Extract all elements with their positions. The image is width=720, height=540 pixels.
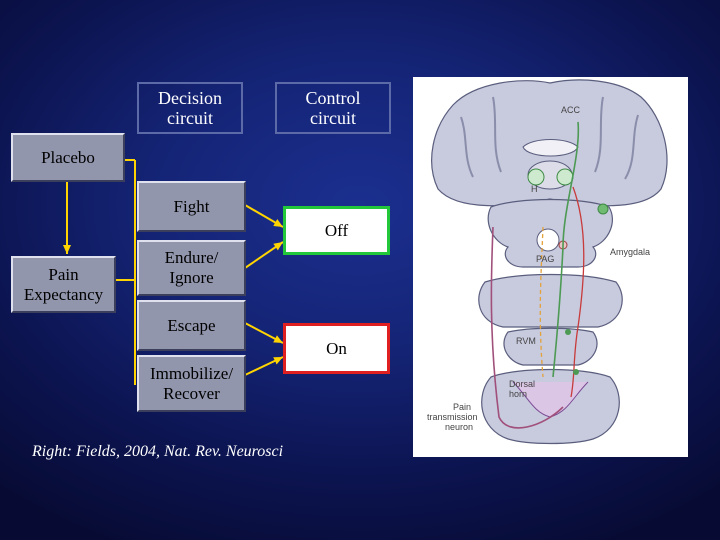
brain-circuit-illustration: ACC H Amygdala PAG RVM Dorsal horn Pain … [413, 77, 688, 457]
off-output-box: Off [283, 206, 390, 255]
escape-to-on-arrow [244, 322, 284, 344]
on-output-box: On [283, 323, 390, 374]
endure-to-off-arrow [244, 241, 284, 269]
immobilize-line1: Immobilize/ [149, 363, 234, 383]
amygdala-label: Amygdala [610, 247, 650, 257]
decision-header-line2: circuit [167, 108, 213, 128]
dorsal-horn-label-line1: Dorsal [509, 379, 535, 389]
endure-ignore-box: Endure/ Ignore [137, 240, 246, 296]
pain-transmission-label-line1: Pain [453, 402, 471, 412]
citation-caption: Right: Fields, 2004, Nat. Rev. Neurosci [32, 443, 284, 460]
immobilize-recover-box: Immobilize/ Recover [137, 355, 246, 412]
dorsal-horn-label-line2: horn [509, 389, 527, 399]
immobilize-to-on-arrow [244, 356, 284, 376]
control-circuit-header: Control circuit [275, 82, 391, 134]
endure-line2: Ignore [169, 268, 214, 287]
pain-expectancy-line1: Pain [48, 264, 79, 284]
pag-label: PAG [536, 254, 554, 264]
escape-label: Escape [167, 315, 216, 335]
ascending-pathway-purple [490, 226, 564, 429]
h-label: H [531, 184, 538, 194]
pons-slice [478, 273, 623, 328]
control-header-line1: Control [305, 88, 361, 108]
placebo-box: Placebo [11, 133, 125, 182]
immobilize-line2: Recover [163, 383, 220, 403]
pain-expectancy-line2: Expectancy [23, 284, 104, 304]
pain-expectancy-box: Pain Expectancy [11, 256, 116, 313]
on-label: On [326, 338, 347, 358]
ascending-pathway-red [570, 186, 585, 398]
placebo-label: Placebo [41, 147, 95, 167]
escape-box: Escape [137, 300, 246, 351]
endure-line1: Endure/ [164, 248, 219, 267]
control-header-line2: circuit [310, 108, 356, 128]
descending-pathway-orange [539, 226, 544, 378]
pain-transmission-label-line2: transmission [427, 412, 478, 422]
off-label: Off [324, 220, 349, 240]
fight-label: Fight [173, 196, 210, 216]
fight-box: Fight [137, 181, 246, 232]
pain-transmission-label-line3: neuron [445, 422, 473, 432]
acc-label: ACC [561, 105, 581, 115]
decision-circuit-header: Decision circuit [137, 82, 243, 134]
rvm-label: RVM [516, 336, 536, 346]
fight-to-off-arrow [244, 204, 284, 228]
descending-pathway-green [552, 121, 580, 378]
cingulate-region [522, 139, 579, 157]
medulla-slice [503, 327, 598, 366]
decision-header-line1: Decision [158, 88, 222, 108]
